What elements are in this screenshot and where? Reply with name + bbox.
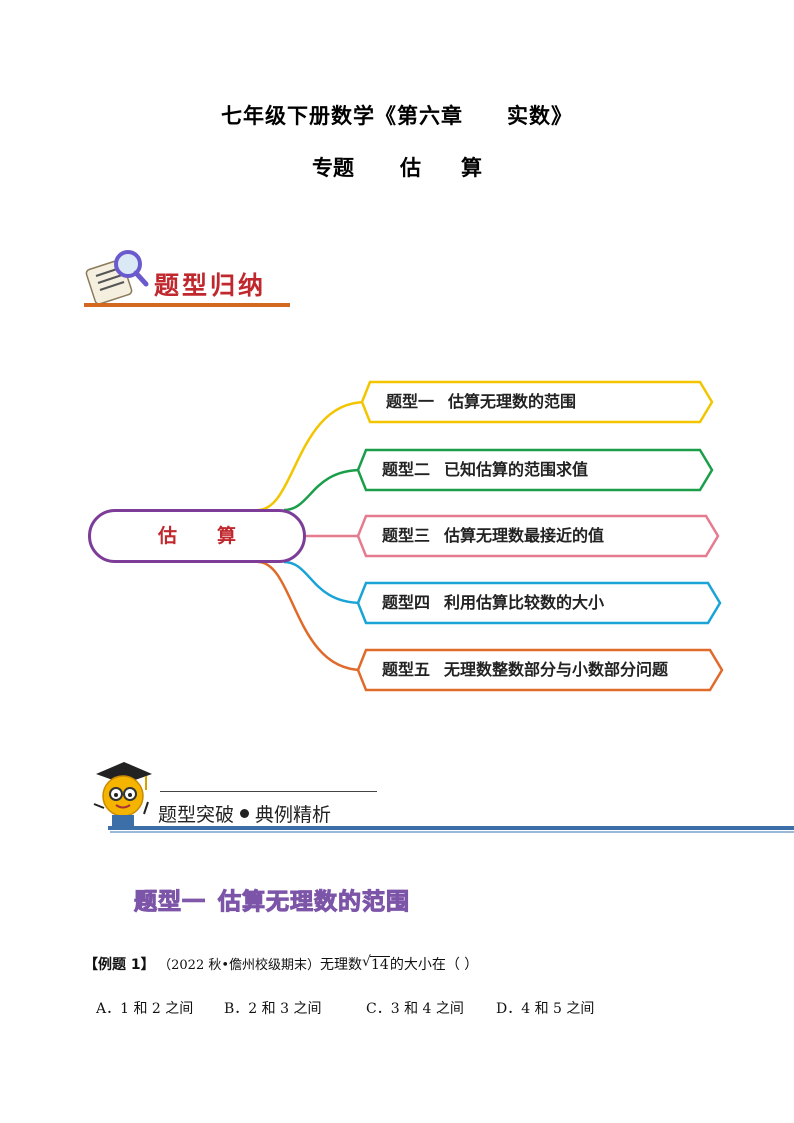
section-header-examples-bar-light: [110, 831, 794, 833]
mind-map-connector: [283, 468, 363, 512]
page-title: 七年级下册数学《第六章 实数》: [0, 100, 794, 130]
example-source: （2022 秋•儋州校级期末）: [164, 958, 321, 973]
title-part-1: 七年级下册数学《第六章: [221, 104, 463, 128]
branch-text: 估算无理数的范围: [448, 392, 577, 411]
mind-map-branch-1: 题型一估算无理数的范围: [386, 384, 702, 424]
option-a[interactable]: A．1 和 2 之间: [96, 1001, 194, 1017]
option-b[interactable]: B．2 和 3 之间: [224, 1001, 322, 1017]
title-part-2: 实数》: [507, 104, 573, 128]
branch-prefix: 题型一: [386, 392, 435, 411]
notepad-magnifier-icon: [85, 250, 149, 305]
section-header-summary-underline: [84, 303, 290, 307]
section-title-text: 估算无理数的范围: [218, 889, 410, 916]
branch-prefix: 题型二: [382, 460, 431, 479]
question-text-before: 无理数: [320, 957, 363, 973]
section-header-summary-label: 题型归纳: [154, 271, 267, 300]
mind-map-branch-2: 题型二已知估算的范围求值: [382, 452, 702, 492]
question-text-after: 的大小在（ ）: [389, 957, 479, 973]
mind-map-center-node: 估算: [88, 509, 306, 563]
section-title: 题型一估算无理数的范围: [134, 882, 410, 916]
branch-text: 已知估算的范围求值: [444, 460, 589, 479]
graduate-mascot-icon: [93, 762, 152, 829]
radicand: 14: [370, 956, 390, 973]
mind-map-branch-box: [356, 581, 722, 625]
mind-map-branch-box: [356, 648, 724, 692]
mind-map-branch-box: [356, 448, 714, 492]
bullet-dot-icon: [240, 809, 250, 818]
page-subtitle: 专题 估 算: [0, 152, 794, 182]
section-header-examples-bar: [108, 826, 794, 830]
subtitle-word-1: 专题: [312, 156, 354, 180]
mind-map-connector: [257, 560, 363, 672]
branch-prefix: 题型三: [382, 526, 431, 545]
mind-map-branch-4: 题型四利用估算比较数的大小: [382, 585, 710, 625]
square-root-expression: √14: [362, 954, 390, 973]
section-header-examples-topline: [160, 791, 377, 792]
header-label-b: 典例精析: [255, 804, 332, 826]
example-tag: 【例题 1】: [84, 957, 155, 973]
center-char-2: 算: [217, 525, 237, 547]
mind-map-connector: [283, 560, 363, 605]
branch-text: 无理数整数部分与小数部分问题: [444, 660, 669, 679]
mind-map-branch-box: [356, 514, 720, 558]
header-label-a: 题型突破: [158, 804, 235, 826]
branch-text: 估算无理数最接近的值: [444, 526, 605, 545]
section-header-examples: 题型突破典例精析: [86, 760, 794, 836]
mind-map-graphics: [257, 380, 724, 692]
option-c[interactable]: C．3 和 4 之间: [366, 1001, 464, 1017]
section-header-examples-label: 题型突破典例精析: [158, 800, 331, 827]
section-title-prefix: 题型一: [134, 889, 206, 916]
mind-map-branch-5: 题型五无理数整数部分与小数部分问题: [382, 652, 712, 692]
subtitle-word-3: 算: [461, 156, 482, 180]
center-char-1: 估: [157, 525, 177, 547]
subtitle-word-2: 估: [400, 156, 421, 180]
mind-map: 估算 题型一估算无理数的范围题型二已知估算的范围求值题型三估算无理数最接近的值题…: [0, 370, 794, 700]
mind-map-branch-box: [360, 380, 714, 424]
branch-text: 利用估算比较数的大小: [444, 593, 605, 612]
answer-options: A．1 和 2 之间 B．2 和 3 之间 C．3 和 4 之间 D．4 和 5…: [96, 998, 716, 1018]
section-header-summary: 题型归纳: [84, 244, 294, 310]
branch-prefix: 题型四: [382, 593, 431, 612]
mind-map-connector: [257, 400, 367, 512]
radical-sign-icon: √: [362, 954, 371, 970]
option-d[interactable]: D．4 和 5 之间: [496, 1001, 595, 1017]
branch-prefix: 题型五: [382, 660, 431, 679]
mind-map-branch-3: 题型三估算无理数最接近的值: [382, 518, 708, 558]
example-question: 【例题 1】 （2022 秋•儋州校级期末）无理数√14的大小在（ ）: [84, 954, 478, 974]
